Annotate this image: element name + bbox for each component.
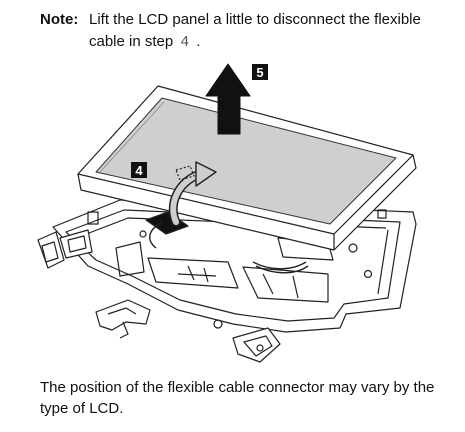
left-hinge-bracket — [37, 229, 93, 269]
flexible-cable — [145, 211, 189, 249]
note-text-before: Lift the LCD panel a little to disconnec… — [89, 11, 421, 50]
step-reference: 4 — [180, 34, 190, 51]
lcd-panel — [77, 85, 417, 274]
note-label: Note: — [40, 11, 79, 28]
disconnect-arrow — [168, 161, 217, 227]
step-badge-5-label: 5 — [256, 65, 263, 80]
note-text-after: . — [196, 33, 201, 50]
cable-connector — [175, 165, 195, 181]
caption-text: The position of the flexible cable conne… — [40, 379, 435, 417]
note-paragraph: Note: Lift the LCD panel a little to dis… — [40, 9, 460, 54]
front-left-hook — [95, 299, 151, 339]
step-badge-4-label: 4 — [135, 163, 143, 178]
step-badge-4: 4 — [131, 162, 147, 178]
lift-arrow — [205, 63, 251, 135]
illustration-svg: 4 5 — [37, 63, 417, 363]
lcd-removal-illustration: 4 5 — [28, 62, 428, 368]
step-badge-5: 5 — [252, 64, 268, 80]
right-hinge-bracket — [232, 327, 281, 363]
note-text: Lift the LCD panel a little to disconnec… — [89, 9, 460, 54]
